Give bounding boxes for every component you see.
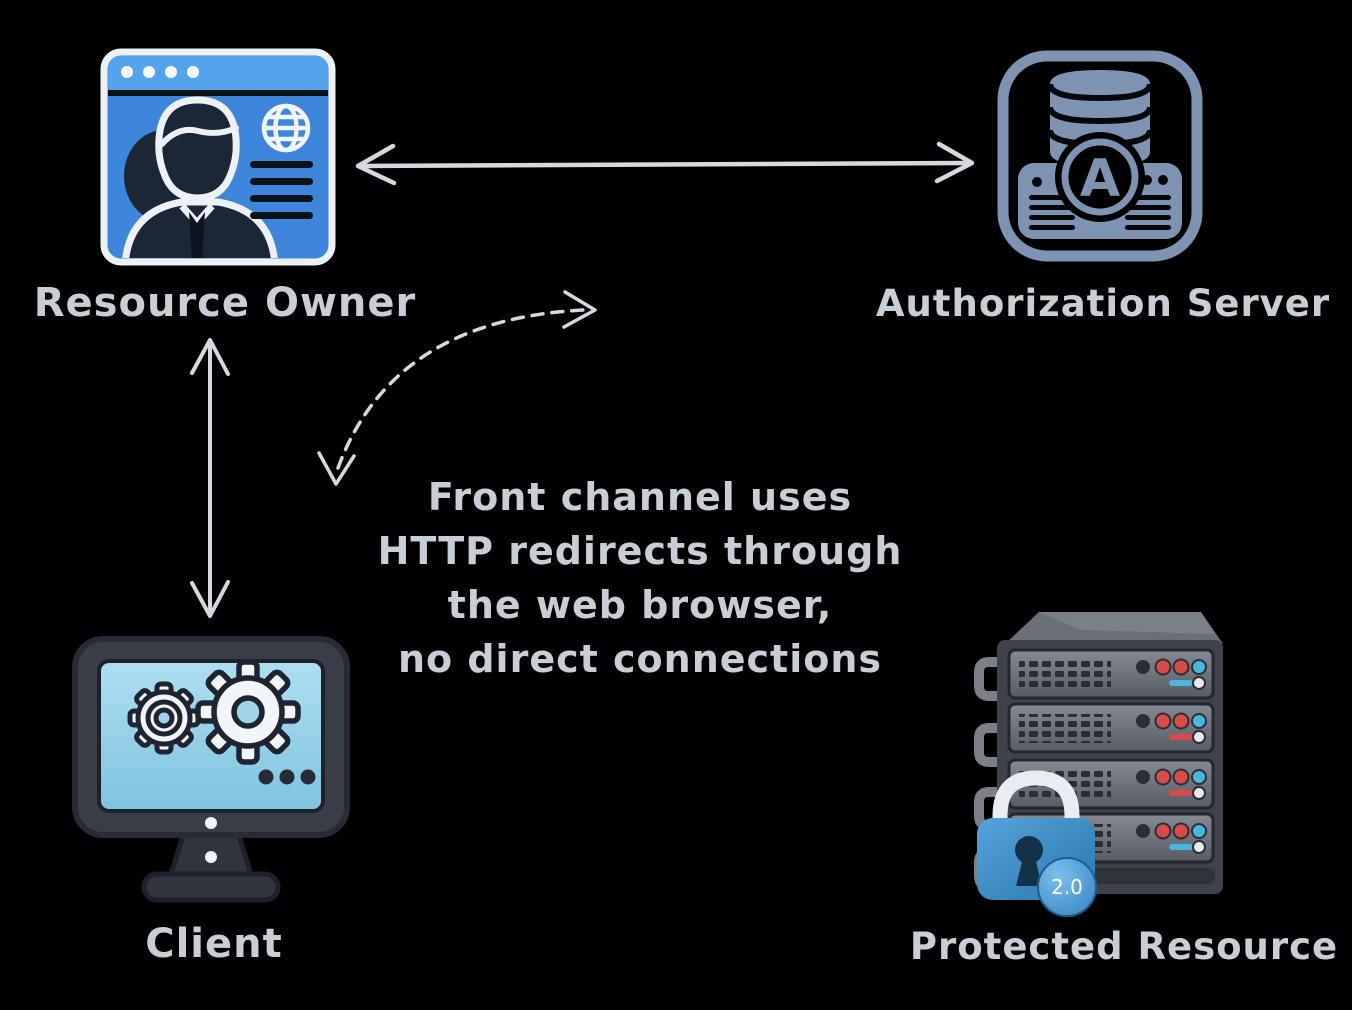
neck-dot <box>205 851 217 863</box>
big-gear-icon <box>195 659 301 765</box>
monitor-base <box>141 871 281 903</box>
user-silhouette-icon <box>121 96 279 258</box>
oauth-version-badge: 2.0 <box>1037 857 1097 917</box>
small-gear-icon <box>127 681 201 755</box>
owner-client-arrow <box>190 338 230 618</box>
front-channel-annotation: Front channel uses HTTP redirects throug… <box>340 470 940 686</box>
auth-letter: A <box>1080 149 1120 209</box>
bezel-dot <box>205 817 217 829</box>
server-units <box>1007 648 1215 864</box>
annotation-line: the web browser, <box>447 583 833 627</box>
browser-dots-icon <box>121 66 199 78</box>
resource-owner-icon <box>100 48 336 266</box>
annotation-line: Front channel uses <box>427 475 853 519</box>
text-lines-icon <box>250 161 313 219</box>
client-icon <box>72 636 350 903</box>
screen-dots-icon <box>258 769 316 785</box>
client-label: Client <box>145 921 283 967</box>
authorization-server-label: Authorization Server <box>875 282 1331 325</box>
protected-resource-icon: 2.0 <box>974 612 1223 917</box>
protected-resource-label: Protected Resource <box>909 925 1339 968</box>
badge-text: 2.0 <box>1051 875 1083 899</box>
globe-icon <box>261 103 311 153</box>
annotation-line: no direct connections <box>397 637 883 681</box>
authorization-server-icon: A <box>997 50 1203 262</box>
owner-authserver-arrow <box>355 141 975 186</box>
annotation-line: HTTP redirects through <box>377 529 903 573</box>
resource-owner-label: Resource Owner <box>33 280 417 326</box>
